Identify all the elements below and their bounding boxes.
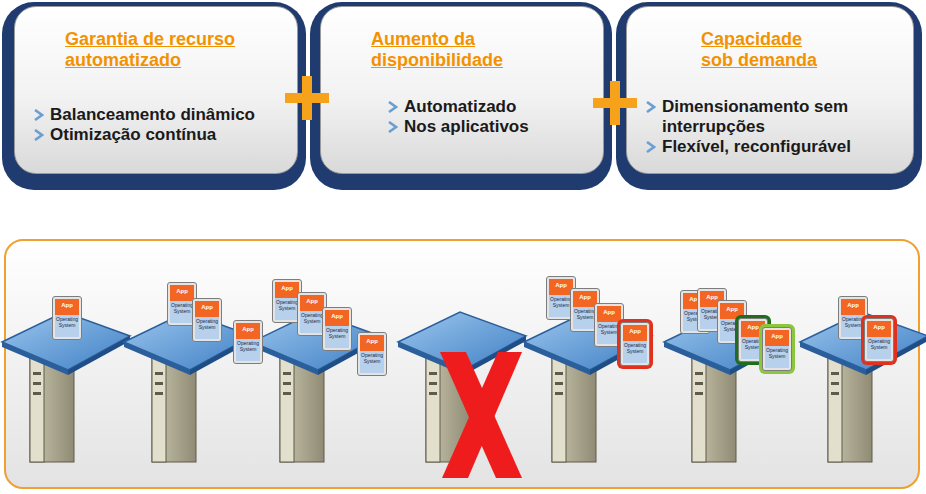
os-label: Operating System <box>765 346 789 368</box>
vm-card: AppOperating System <box>322 307 352 351</box>
bullet-item: Balanceamento dinâmico <box>33 105 283 125</box>
vm-card: AppOperating System <box>192 298 222 342</box>
bullet-item: Otimização contínua <box>33 125 283 145</box>
server <box>800 312 926 462</box>
feature-box: Capacidade sob demandaDimensionamento se… <box>626 6 914 174</box>
app-label: App <box>360 335 384 351</box>
server <box>524 312 652 462</box>
vm-card: AppOperating System <box>52 296 82 340</box>
box-frame <box>310 2 612 190</box>
app-label: App <box>325 310 349 326</box>
app-label: App <box>597 306 621 322</box>
vm-card: AppOperating System <box>233 320 263 364</box>
app-label: App <box>841 299 865 315</box>
os-label: Operating System <box>170 301 194 323</box>
app-label: App <box>275 282 299 298</box>
os-label: Operating System <box>275 298 299 320</box>
bullet-text: Balanceamento dinâmico <box>50 105 283 125</box>
bullet-chevron <box>645 101 656 113</box>
os-label: Operating System <box>195 317 219 339</box>
app-label: App <box>170 285 194 301</box>
os-label: Operating System <box>623 341 647 363</box>
bullet-chevron <box>387 121 398 133</box>
plus-sign <box>593 81 637 125</box>
bullet-item: Dimensionamento sem interrupções <box>645 97 899 137</box>
vm-card: AppOperating System <box>762 327 792 371</box>
bullet-text: Flexível, reconfigurável <box>662 137 898 157</box>
box-heading: Garantia de recurso automatizado <box>65 29 255 71</box>
box-frame <box>2 2 306 190</box>
plus-sign <box>285 76 329 120</box>
app-label: App <box>300 295 324 311</box>
os-label: Operating System <box>325 326 349 348</box>
bullet-text: Automatizado <box>404 97 589 117</box>
bullet-item: Nos aplicativos <box>387 117 589 137</box>
vm-card: AppOperating System <box>864 318 894 362</box>
server <box>2 312 130 462</box>
bullet-chevron <box>33 129 44 141</box>
bullet-text: Otimização contínua <box>50 125 283 145</box>
bullet-chevron <box>33 109 44 121</box>
vm-card: AppOperating System <box>357 332 387 376</box>
failure-cross <box>440 352 522 478</box>
app-label: App <box>623 325 647 341</box>
feature-box: Garantia de recurso automatizadoBalancea… <box>14 6 298 174</box>
bullet-chevron <box>645 141 656 153</box>
bullet-item: Automatizado <box>387 97 589 117</box>
os-label: Operating System <box>841 315 865 337</box>
app-label: App <box>720 303 744 319</box>
os-label: Operating System <box>236 339 260 361</box>
app-label: App <box>55 299 79 315</box>
app-label: App <box>765 330 789 346</box>
box-frame <box>616 2 922 190</box>
app-label: App <box>195 301 219 317</box>
box-heading: Aumento da disponibilidade <box>371 29 571 71</box>
server-panel <box>5 240 919 488</box>
app-label: App <box>867 321 891 337</box>
bullet-chevron <box>387 101 398 113</box>
server <box>664 312 792 462</box>
vm-card: AppOperating System <box>620 322 650 366</box>
os-label: Operating System <box>55 315 79 337</box>
box-heading: Capacidade sob demanda <box>701 29 831 71</box>
os-label: Operating System <box>597 322 621 344</box>
bullet-text: Nos aplicativos <box>404 117 589 137</box>
os-label: Operating System <box>360 351 384 373</box>
os-label: Operating System <box>867 337 891 359</box>
bullet-item: Flexível, reconfigurável <box>645 137 899 157</box>
os-label: Operating System <box>300 311 324 333</box>
feature-box: Aumento da disponibilidadeAutomatizadoNo… <box>320 6 604 174</box>
app-label: App <box>236 323 260 339</box>
bullet-text: Dimensionamento sem interrupções <box>662 97 898 137</box>
